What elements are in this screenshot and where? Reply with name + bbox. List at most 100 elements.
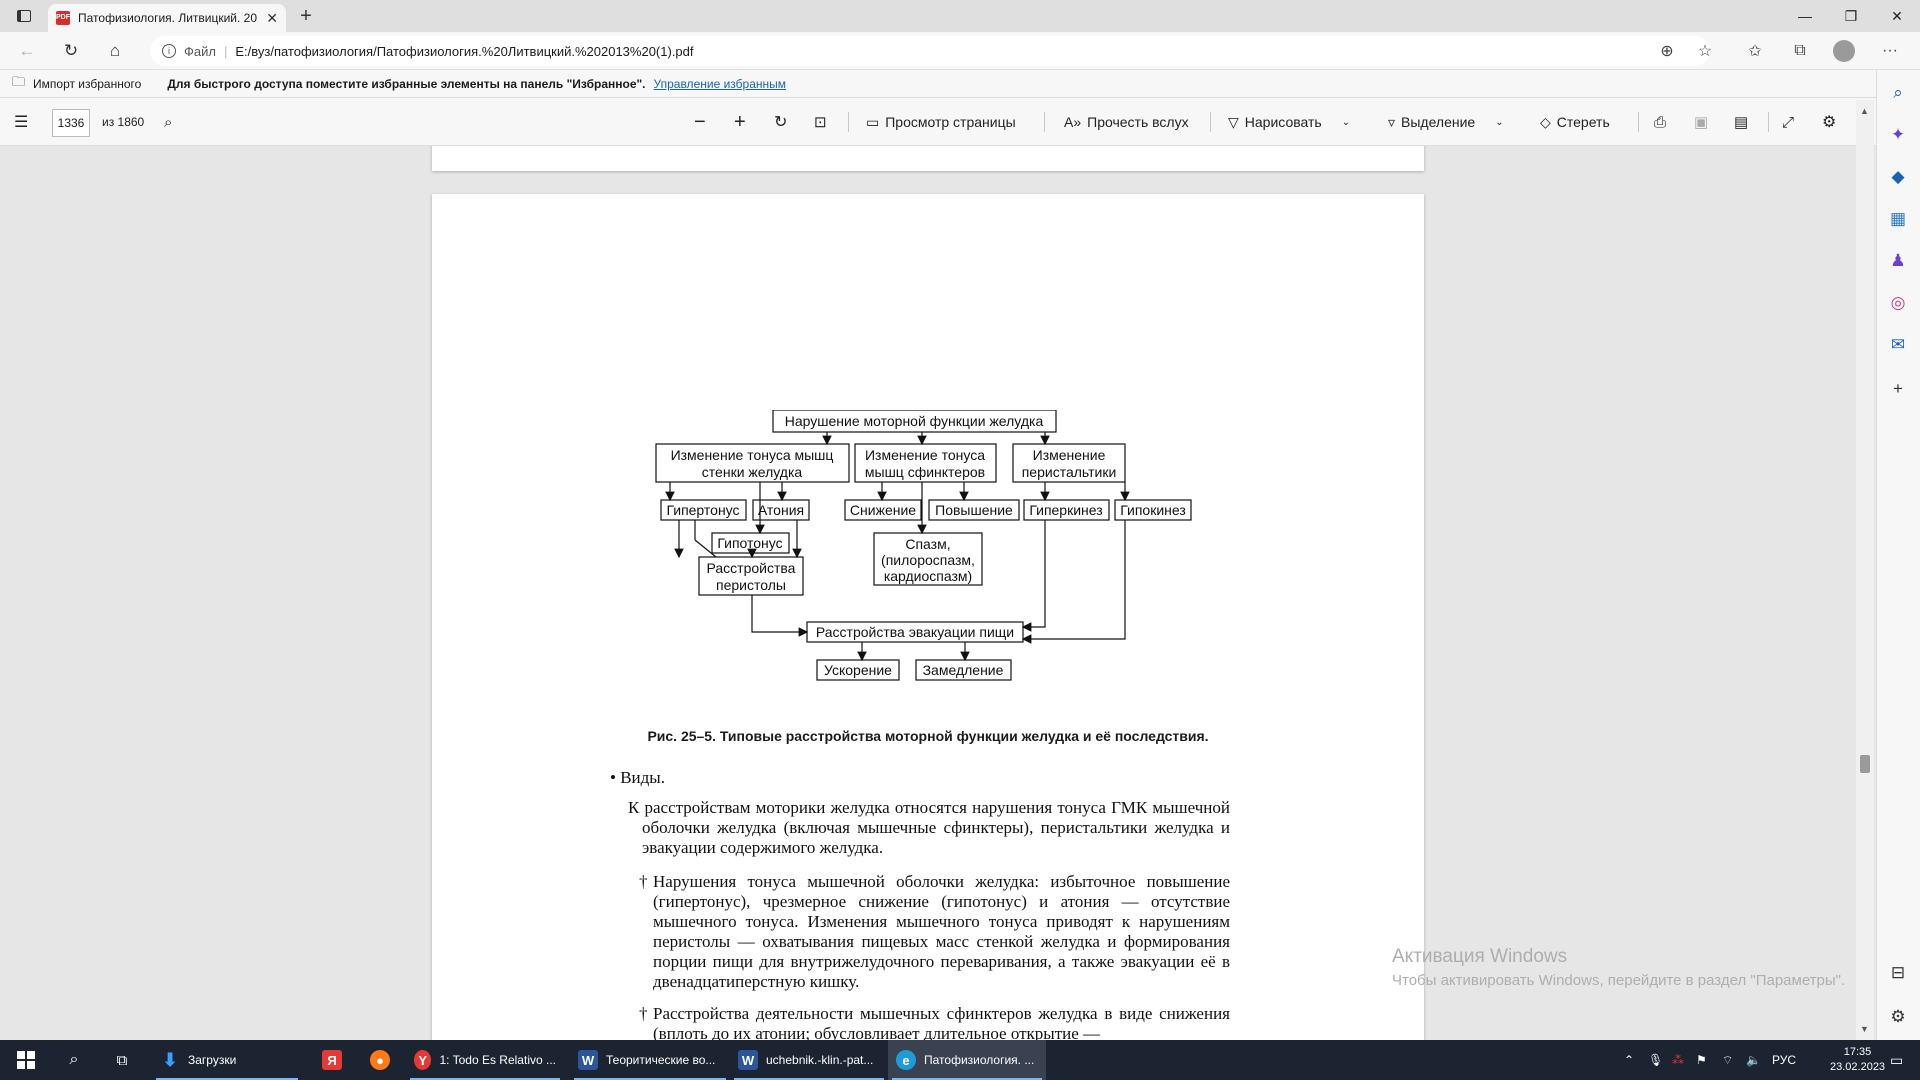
save-icon[interactable]: ▣	[1694, 114, 1709, 131]
search-icon[interactable]: ⌕	[164, 113, 173, 131]
manage-favorites-link[interactable]: Управление избранным	[653, 76, 786, 91]
microphone-icon[interactable]: 🎙	[1648, 1053, 1664, 1067]
sidebar-shopping-icon[interactable]: ◆	[1891, 167, 1905, 186]
active-indicator	[156, 1078, 298, 1080]
fullscreen-icon[interactable]: ⤢	[1782, 113, 1795, 131]
settings-icon[interactable]: ⚙	[1822, 114, 1837, 131]
url-field[interactable]: i Файл | E:/вуз/патофизиология/Патофизио…	[150, 36, 1710, 66]
chevron-down-icon[interactable]: ⌄	[1341, 116, 1351, 128]
taskbar-word-2[interactable]: W uchebnik.-klin.-pat...	[730, 1040, 888, 1080]
toolbar-divider	[1638, 112, 1639, 132]
home-button[interactable]: ⌂	[109, 41, 121, 60]
sidebar-search-icon[interactable]: ⌕	[1893, 83, 1903, 102]
page-total: из 1860	[102, 115, 145, 129]
clock[interactable]: 17:35 23.02.2023	[1830, 1040, 1885, 1080]
highlight-icon: ▿	[1388, 113, 1396, 130]
sidebar-tools-icon[interactable]: ▦	[1889, 209, 1907, 228]
more-menu-icon[interactable]: ···	[1882, 42, 1898, 59]
notifications-icon[interactable]: ▭	[1890, 1051, 1904, 1068]
activation-watermark-text: Чтобы активировать Windows, перейдите в …	[1392, 972, 1846, 989]
back-button[interactable]: ←	[18, 41, 36, 60]
scroll-up-icon[interactable]: ▲	[1860, 106, 1869, 116]
page-view-button[interactable]: ▭ Просмотр страницы	[866, 108, 1016, 136]
close-tab-icon[interactable]: ✕	[266, 9, 278, 26]
highlight-button[interactable]: ▿ Выделение ⌄	[1388, 108, 1504, 136]
sidebar-add-icon[interactable]: +	[1893, 379, 1903, 398]
contents-icon[interactable]: ☰	[14, 114, 29, 131]
pdf-icon: PDF	[56, 11, 70, 25]
taskbar-downloads[interactable]: ⬇ Загрузки	[152, 1040, 302, 1080]
yandex-browser-icon: Y	[414, 1050, 432, 1070]
paragraph-1: К расстройствам моторики желудка относят…	[628, 798, 1230, 857]
read-aloud-icon: A»	[1064, 114, 1082, 130]
scrollbar-thumb[interactable]	[1860, 755, 1870, 773]
sidebar-hide-icon[interactable]: ⊟	[1890, 963, 1906, 982]
scroll-down-icon[interactable]: ▼	[1860, 1024, 1869, 1034]
print-icon[interactable]: ⎙	[1654, 113, 1667, 131]
taskbar-search-icon[interactable]: ⌕	[69, 1051, 79, 1068]
word-icon: W	[738, 1050, 758, 1070]
sidebar-settings-icon[interactable]: ⚙	[1890, 1007, 1906, 1026]
wifi-icon[interactable]: ⌔	[1722, 1052, 1734, 1067]
read-aloud-button[interactable]: A» Прочесть вслух	[1064, 108, 1189, 136]
toolbar-divider	[1044, 112, 1045, 132]
taskbar-edge-label: Патофизиология. ...	[924, 1053, 1035, 1067]
close-window-button[interactable]: ✕	[1891, 7, 1903, 24]
word-icon: W	[578, 1050, 598, 1070]
clock-time: 17:35	[1843, 1046, 1872, 1058]
new-tab-button[interactable]: +	[300, 4, 312, 27]
paragraph-3-mark: †	[639, 1004, 648, 1023]
chevron-down-icon[interactable]: ⌄	[1495, 116, 1504, 128]
zoom-icon[interactable]: ⊕	[1660, 43, 1674, 60]
tray-chevron-icon[interactable]: ⌃	[1624, 1053, 1635, 1067]
label-root: Нарушение моторной функции желудка	[785, 413, 1044, 429]
taskbar-edge[interactable]: e Патофизиология. ...	[888, 1040, 1046, 1080]
add-favorite-icon[interactable]: ☆	[1697, 43, 1713, 60]
diagram-arrows	[665, 432, 1130, 662]
pdf-viewer[interactable]: Нарушение моторной функции желудка Измен…	[0, 146, 1876, 1040]
pdf-toolbar	[0, 98, 1876, 146]
zoom-out-icon[interactable]: −	[694, 110, 706, 133]
taskbar-firefox[interactable]: ●	[358, 1040, 402, 1080]
draw-button[interactable]: ▽ Нарисовать ⌄	[1228, 108, 1350, 136]
taskbar-word-1[interactable]: W Теоритические во...	[570, 1040, 730, 1080]
active-indicator	[574, 1078, 726, 1080]
taskbar-yandex-browser[interactable]: Y 1: Todo Es Relativo ...	[406, 1040, 564, 1080]
page-number-input[interactable]: 1336	[52, 109, 90, 137]
import-favorites-icon[interactable]: 🗀	[12, 73, 26, 89]
zoom-in-icon[interactable]: +	[734, 110, 746, 133]
fit-page-icon[interactable]: ⊡	[814, 114, 827, 131]
label-acceleration: Ускорение	[824, 662, 892, 678]
taskbar-yandex-app[interactable]: Я	[310, 1040, 354, 1080]
profile-avatar[interactable]	[1833, 40, 1855, 62]
language-indicator[interactable]: РУС	[1772, 1053, 1797, 1067]
rotate-icon[interactable]: ↻	[774, 114, 788, 131]
sidebar-office-icon[interactable]: ◎	[1890, 293, 1906, 312]
label-hypotonus: Гипотонус	[717, 535, 782, 551]
sidebar-copilot-icon[interactable]: ✦	[1890, 125, 1906, 144]
label-hyperkinesis: Гиперкинез	[1029, 502, 1102, 518]
minimize-button[interactable]: —	[1798, 8, 1812, 24]
browser-tab[interactable]: PDF Патофизиология. Литвицкий. 2013 ✕	[48, 4, 286, 32]
box-wall-tone	[655, 443, 850, 483]
refresh-button[interactable]: ↻	[63, 41, 79, 60]
info-icon[interactable]: i	[162, 44, 176, 58]
start-button[interactable]	[4, 1040, 48, 1080]
volume-icon[interactable]: 🔈	[1746, 1053, 1761, 1067]
sidebar-outlook-icon[interactable]: ✉	[1890, 335, 1906, 354]
tab-actions-icon[interactable]	[10, 4, 38, 28]
import-favorites-link[interactable]: Импорт избранного	[33, 76, 142, 91]
erase-label: Стереть	[1556, 114, 1610, 130]
network-app-icon[interactable]: ⁂	[1672, 1053, 1684, 1067]
paragraph-2-mark: †	[639, 872, 648, 891]
sidebar-games-icon[interactable]: ♟	[1890, 251, 1906, 270]
tray-app-icon[interactable]: ⚑	[1696, 1053, 1707, 1067]
erase-button[interactable]: ◇ Стереть	[1540, 108, 1610, 136]
favorites-bar: 🗀 Импорт избранного Для быстрого доступа…	[0, 70, 1876, 98]
save-as-icon[interactable]: ▤	[1734, 114, 1749, 131]
task-view-icon[interactable]: ⧉	[116, 1051, 128, 1069]
restore-button[interactable]: ❐	[1844, 7, 1858, 24]
scrollbar-track[interactable]	[1856, 100, 1874, 1040]
collections-icon[interactable]: ⧉	[1794, 42, 1806, 59]
favorites-icon[interactable]: ✩	[1748, 43, 1762, 60]
